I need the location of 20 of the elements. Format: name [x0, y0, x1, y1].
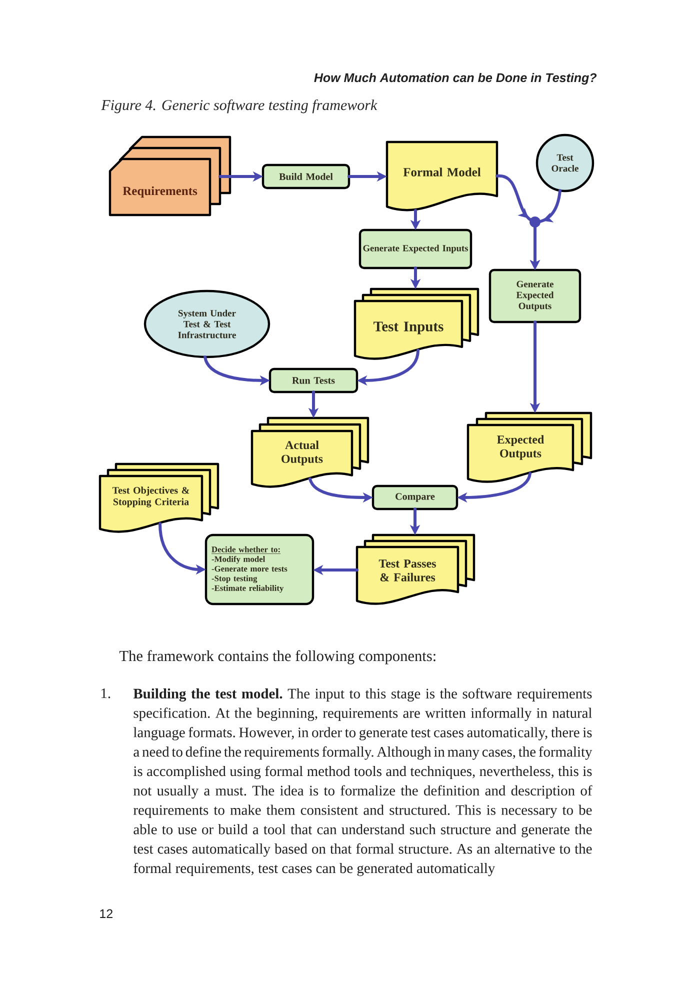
process-box: Compare — [372, 484, 458, 510]
document-stack: Actual Outputs — [250, 416, 370, 488]
document-stack: Expected Outputs — [466, 412, 592, 483]
document-stack: Test Inputs — [354, 288, 480, 360]
process-box: Decide whether to: -Modify model -Generate more tests -Stop testing -Estimate reliability — [204, 534, 314, 606]
document-stack: Test Passes & Failures — [356, 534, 476, 605]
body-paragraph: Building the test model. The input to this stage is the software requirements specification. At the beginning, requirements are written informally in natural language formats. However, in order to generate test cases automatically, there is a need to define the requirements formally. Although in many cases, the formality is accomplished using formal method tools and techniques, nevertheless, this is not usually a must. The idea is to formalize the definition and description of requirements to make them consistent and structured. This is necessary to be able to use or build a tool that can understand such structure and generate the test cases automatically based on that formal structure. As an alternative to the formal requirements, test cases can be generated automatically — [133, 688, 592, 876]
page-number: 12 — [100, 909, 112, 918]
list-number: 1. — [101, 688, 110, 698]
document-stack: Test Objectives & Stopping Criteria — [98, 462, 220, 533]
body-text: The framework contains the following components: — [119, 650, 436, 664]
card-stack: Requirements — [108, 136, 232, 216]
process-box: Build Model — [262, 164, 350, 190]
ellipse-node: System Under Test & Test Infrastructure — [144, 290, 270, 358]
process-box: Run Tests — [268, 368, 358, 394]
process-box: Generate Expected Outputs — [488, 268, 582, 324]
process-box: Generate Expected Inputs — [358, 228, 472, 270]
circle-node: Test Oracle — [536, 134, 594, 192]
figure-caption: Figure 4. Generic software testing framework — [101, 99, 378, 114]
running-header: How Much Automation can be Done in Testing? — [314, 72, 597, 85]
